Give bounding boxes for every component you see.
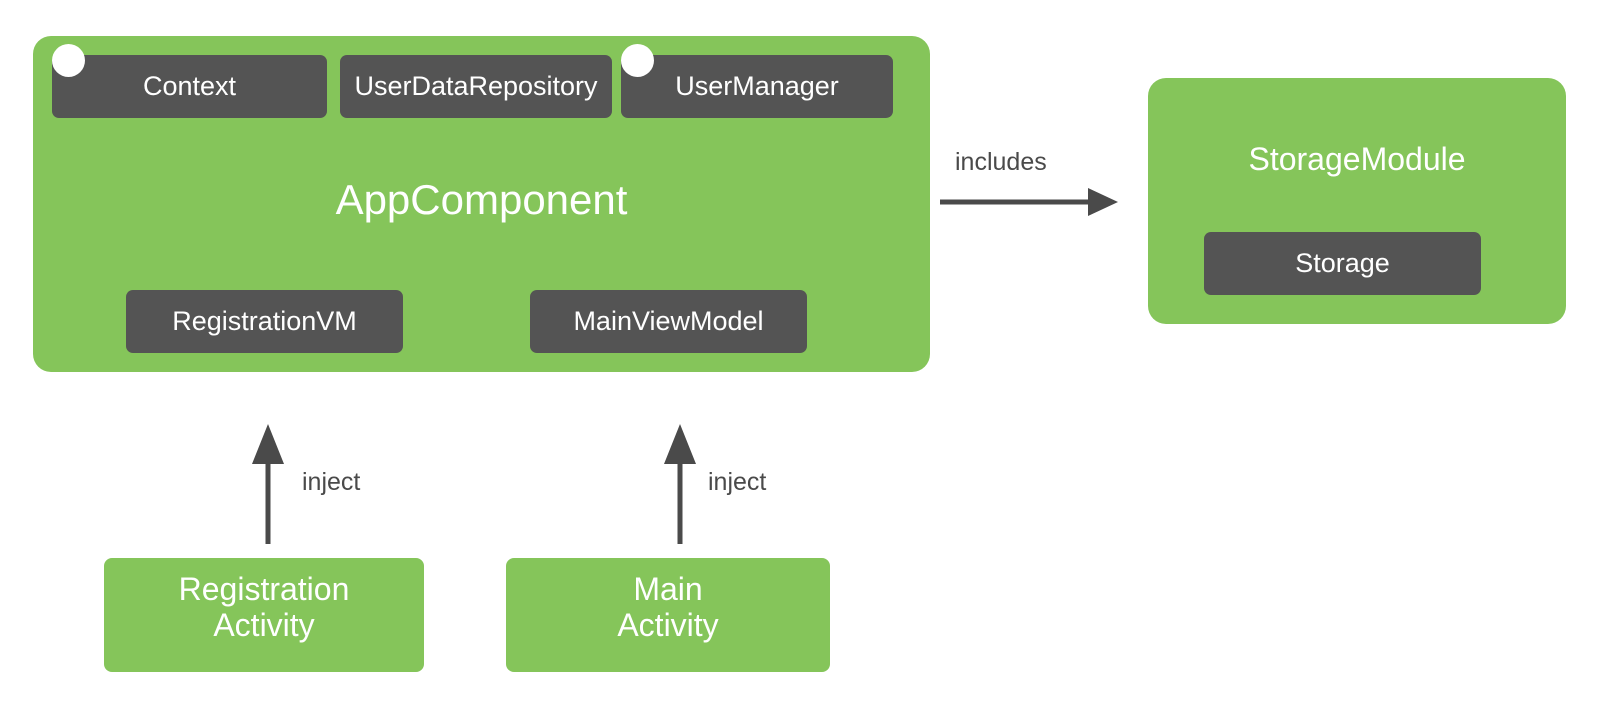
provision-chip-context[interactable]: Context	[52, 55, 327, 118]
main-activity-label: Main Activity	[617, 571, 719, 643]
includes-edge-label: includes	[955, 148, 1047, 176]
provision-chip-mainviewmodel[interactable]: MainViewModel	[530, 290, 807, 353]
provision-chip-usermanager[interactable]: UserManager	[621, 55, 893, 118]
app-component-title: AppComponent	[335, 176, 628, 223]
entry-point-dot-context-icon	[52, 44, 85, 77]
provision-chip-storage[interactable]: Storage	[1204, 232, 1481, 295]
inject-arrow-registration-icon	[252, 424, 284, 544]
includes-arrow-icon	[940, 188, 1118, 216]
registration-activity-label: Registration Activity	[178, 571, 350, 643]
provision-chip-registrationvm[interactable]: RegistrationVM	[126, 290, 403, 353]
inject-edge-label-main: inject	[708, 468, 767, 496]
storage-module-title: StorageModule	[1248, 141, 1466, 177]
entry-point-dot-usermanager-icon	[621, 44, 654, 77]
inject-edge-label-registration: inject	[302, 468, 361, 496]
provision-chip-userdatarepository[interactable]: UserDataRepository	[340, 55, 612, 118]
inject-arrow-main-icon	[664, 424, 696, 544]
main-activity-node[interactable]	[506, 558, 830, 672]
registration-activity-node[interactable]	[104, 558, 424, 672]
